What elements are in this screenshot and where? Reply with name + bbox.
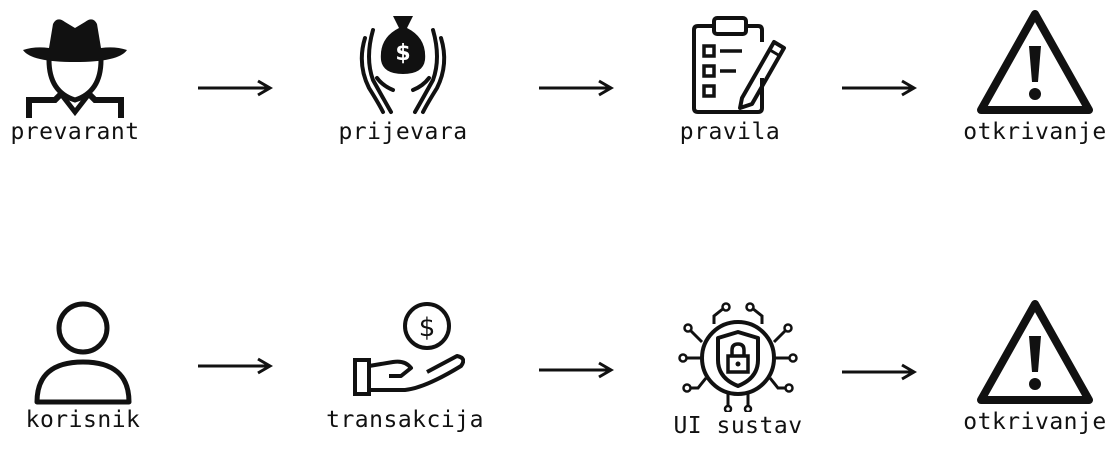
user-icon — [23, 296, 143, 406]
node-prijevara: $ prijevara — [328, 8, 478, 146]
svg-text:$: $ — [395, 41, 410, 66]
svg-text:$: $ — [419, 313, 436, 343]
warning-triangle-icon — [975, 298, 1095, 408]
node-otkrivanje-1: otkrivanje — [960, 8, 1110, 146]
node-label: otkrivanje — [963, 119, 1107, 145]
node-label: prevarant — [10, 119, 140, 145]
money-bag-hands-icon: $ — [343, 8, 463, 118]
arrow-right-icon — [842, 363, 917, 381]
hand-coin-icon: $ — [345, 296, 465, 406]
arrow-right-icon — [539, 361, 614, 379]
node-label: UI sustav — [673, 413, 803, 439]
ai-shield-lock-icon — [678, 302, 798, 412]
node-pravila: pravila — [655, 8, 805, 146]
node-label: pravila — [679, 119, 781, 145]
node-korisnik: korisnik — [8, 296, 158, 434]
arrow-right-icon — [198, 79, 273, 97]
node-label: prijevara — [338, 119, 468, 145]
arrow-right-icon — [842, 79, 917, 97]
node-ui-sustav: UI sustav — [663, 302, 813, 440]
node-otkrivanje-2: otkrivanje — [960, 298, 1110, 436]
node-label: korisnik — [25, 407, 141, 433]
fraudster-hat-icon — [15, 8, 135, 118]
node-transakcija: $ transakcija — [326, 296, 483, 434]
clipboard-checklist-icon — [670, 8, 790, 118]
node-label: otkrivanje — [963, 409, 1107, 435]
node-label: transakcija — [326, 407, 484, 433]
node-prevarant: prevarant — [0, 8, 150, 146]
arrow-right-icon — [539, 79, 614, 97]
warning-triangle-icon — [975, 8, 1095, 118]
arrow-right-icon — [198, 357, 273, 375]
